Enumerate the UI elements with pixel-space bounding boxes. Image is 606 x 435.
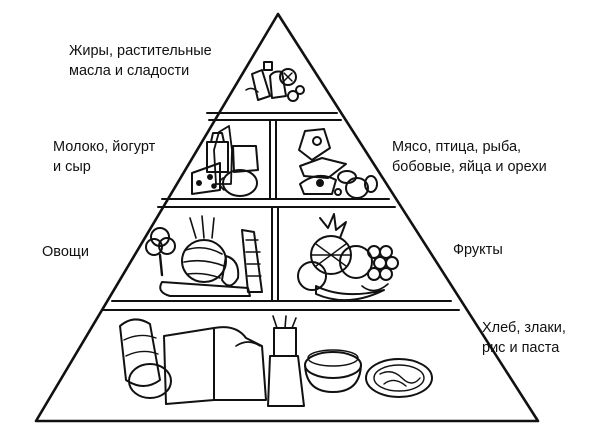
fats-sweets-illustration — [245, 61, 305, 102]
label-dairy: Молоко, йогурт и сыр — [53, 139, 156, 175]
protein-illustration — [298, 128, 378, 199]
vegetables-illustration — [145, 215, 263, 297]
pyramid-outline — [34, 12, 540, 423]
label-vegetables: Овощи — [42, 244, 89, 260]
label-fruits: Фрукты — [453, 242, 503, 258]
dairy-illustration — [191, 125, 259, 197]
grains-illustration — [119, 315, 433, 407]
label-protein: Мясо, птица, рыба, бобовые, яйца и орехи — [392, 139, 547, 175]
label-fats-sweets: Жиры, растительные масла и сладости — [69, 43, 212, 79]
label-grains: Хлеб, злаки, рис и паста — [482, 320, 566, 356]
fruits-illustration — [297, 213, 399, 302]
